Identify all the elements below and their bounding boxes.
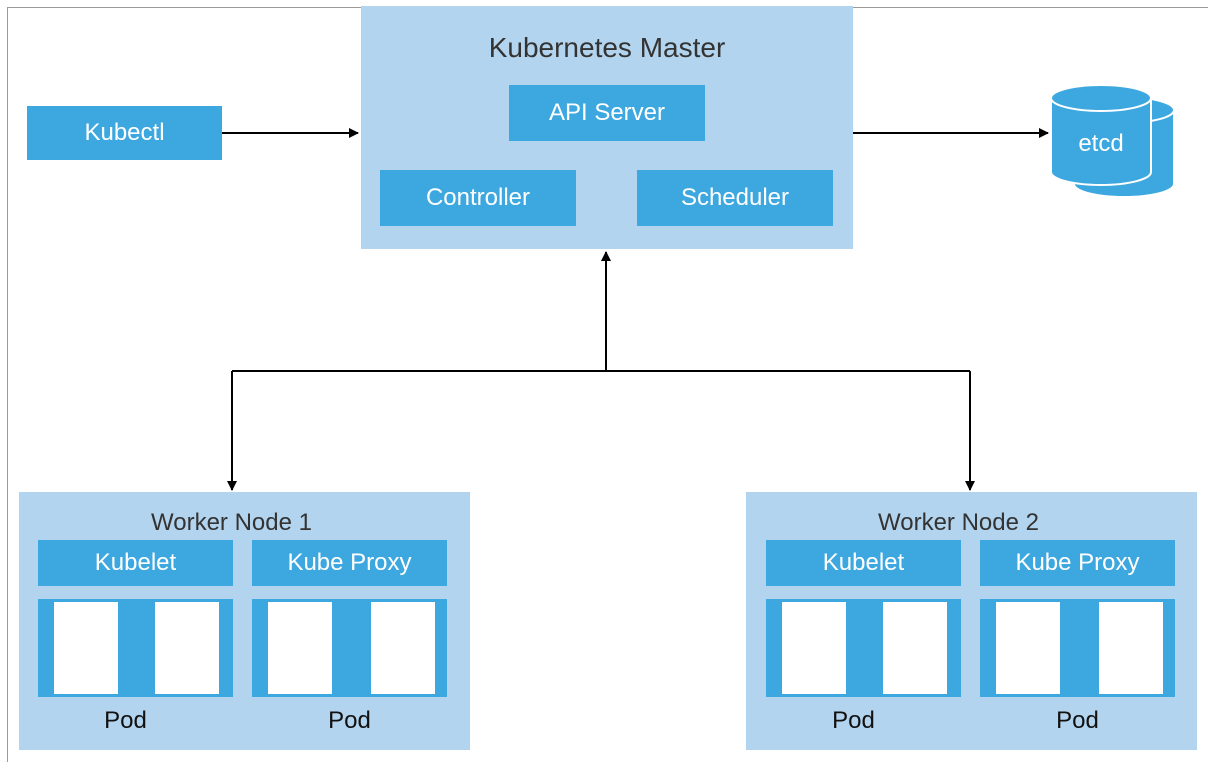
- worker-1-pod-left-container-a: [54, 602, 118, 694]
- worker-1-kubelet-label: Kubelet: [94, 549, 177, 576]
- worker-2-pod-left-container-b: [883, 602, 947, 694]
- api-server-label: API Server: [548, 99, 666, 126]
- scheduler-box: Scheduler: [637, 170, 833, 226]
- master-title: Kubernetes Master: [488, 32, 726, 63]
- worker-2-kubelet-box: Kubelet: [766, 540, 961, 586]
- worker-1-pod-left-label: Pod: [104, 707, 147, 734]
- worker-2-pod-left-label: Pod: [832, 707, 875, 734]
- controller-box: Controller: [380, 170, 576, 226]
- etcd-database-icon: [1050, 84, 1175, 198]
- kubectl-box: Kubectl: [27, 106, 222, 160]
- worker-1-pod-right-container-b: [371, 602, 435, 694]
- controller-label: Controller: [425, 184, 531, 211]
- api-server-box: API Server: [509, 85, 705, 141]
- worker-1-pod-right-container-a: [268, 602, 332, 694]
- worker-2-kubelet-label: Kubelet: [822, 549, 905, 576]
- worker-1-pod-right-label: Pod: [328, 707, 371, 734]
- worker-node-1-title: Worker Node 1: [151, 509, 312, 536]
- canvas-border-left: [7, 7, 8, 762]
- worker-1-pod-left-container-b: [155, 602, 219, 694]
- kubectl-label: Kubectl: [84, 119, 165, 146]
- worker-2-kube-proxy-box: Kube Proxy: [980, 540, 1175, 586]
- worker-2-pod-right-container-b: [1099, 602, 1163, 694]
- worker-2-pod-right-container-a: [996, 602, 1060, 694]
- worker-1-kubelet-box: Kubelet: [38, 540, 233, 586]
- worker-node-2-title: Worker Node 2: [878, 509, 1039, 536]
- etcd-label: etcd: [1078, 130, 1124, 157]
- worker-1-kube-proxy-label: Kube Proxy: [287, 549, 412, 576]
- worker-2-pod-right-label: Pod: [1056, 707, 1099, 734]
- worker-2-pod-left-container-a: [782, 602, 846, 694]
- worker-1-kube-proxy-box: Kube Proxy: [252, 540, 447, 586]
- worker-2-kube-proxy-label: Kube Proxy: [1015, 549, 1140, 576]
- scheduler-label: Scheduler: [680, 184, 790, 211]
